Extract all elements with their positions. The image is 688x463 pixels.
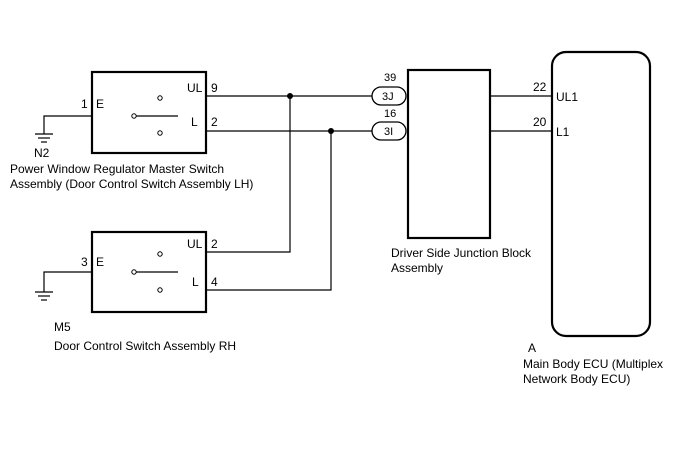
rh-switch-ground-icon [35, 271, 92, 301]
master-switch-name-line1: Power Window Regulator Master Switch [10, 162, 224, 176]
wire-l [206, 128, 552, 291]
rh-switch-pin-l-label: L [192, 275, 199, 289]
ecu-pin-ul1-label: UL1 [556, 90, 578, 104]
connector-3i: 3I [371, 121, 407, 141]
rh-switch-contacts [131, 251, 178, 293]
master-switch-pin-l-num: 2 [211, 115, 218, 129]
rh-switch-code: M5 [54, 320, 71, 334]
rh-switch-pin-ul-num: 2 [211, 237, 218, 251]
rh-switch-pin-ul-label: UL [187, 237, 203, 251]
master-switch-pin-ul-num: 9 [211, 81, 218, 95]
ecu-name-line2: Network Body ECU) [523, 372, 630, 386]
junction-block-name-line1: Driver Side Junction Block [391, 246, 532, 260]
ecu-code: A [528, 341, 536, 355]
ecu-name-line1: Main Body ECU (Multiplex [523, 357, 663, 371]
rh-switch-pin-e-num: 3 [81, 255, 88, 269]
master-switch-contacts [131, 95, 178, 136]
master-switch-code: N2 [34, 146, 50, 160]
master-switch-pin-e-num: 1 [81, 97, 88, 111]
junction-block-name-line2: Assembly [391, 261, 443, 275]
master-switch-pin-e-label: E [96, 97, 104, 111]
ecu-pin-l1-num: 20 [533, 115, 547, 129]
connector-3i-label: 3I [384, 126, 393, 138]
rh-switch-pin-e-label: E [96, 255, 104, 269]
rh-switch-name-line1: Door Control Switch Assembly RH [54, 339, 236, 353]
wire-ul [206, 93, 552, 253]
master-switch-ground-icon [35, 115, 92, 143]
ecu-box [550, 50, 652, 338]
connector-3i-num: 16 [384, 108, 396, 120]
connector-3j-num: 39 [384, 72, 396, 84]
ecu-pin-l1-label: L1 [556, 125, 570, 139]
junction-block-box [406, 68, 492, 240]
connector-3j-label: 3J [382, 91, 394, 103]
master-switch-pin-l-label: L [191, 115, 198, 129]
master-switch-name-line2: Assembly (Door Control Switch Assembly L… [10, 177, 253, 191]
connector-3j: 3J [371, 86, 407, 106]
ecu-pin-ul1-num: 22 [533, 80, 547, 94]
master-switch-box [90, 70, 208, 155]
master-switch-pin-ul-label: UL [187, 81, 203, 95]
rh-switch-pin-l-num: 4 [211, 275, 218, 289]
